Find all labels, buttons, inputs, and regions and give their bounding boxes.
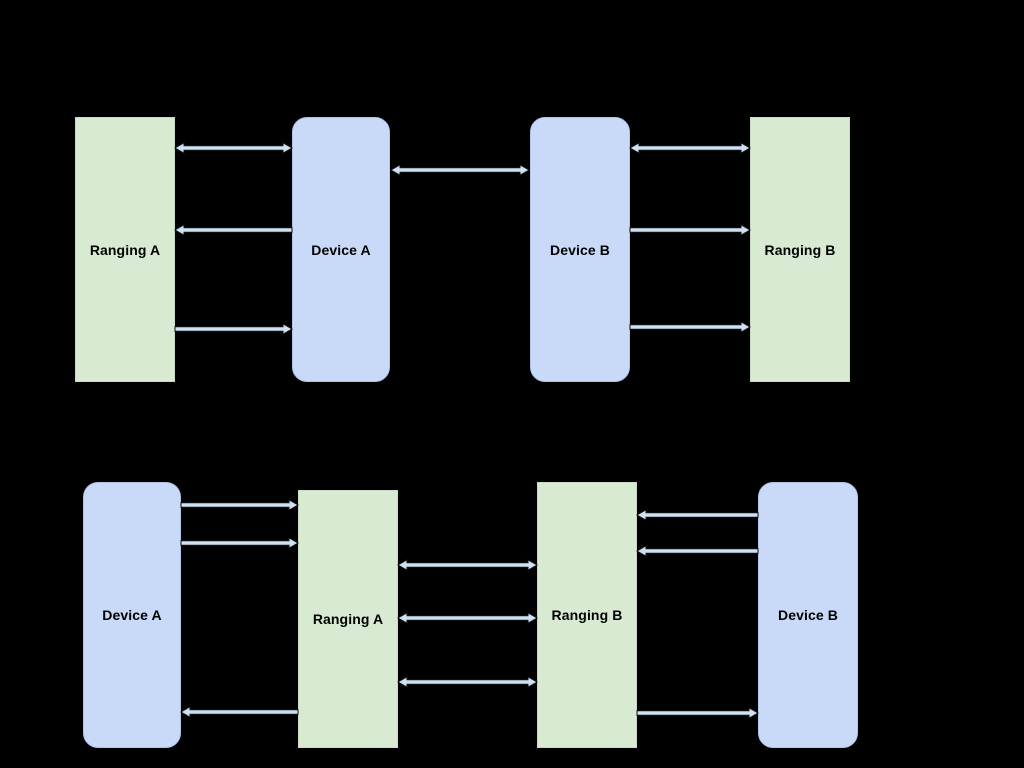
node-label: Device A bbox=[102, 607, 162, 623]
node-label: Device B bbox=[778, 607, 838, 623]
arrow-both bbox=[397, 611, 538, 625]
node-ranging-b-top: Ranging B bbox=[750, 117, 850, 382]
node-device-a-top: Device A bbox=[292, 117, 390, 382]
arrow-left bbox=[636, 544, 759, 558]
node-label: Ranging B bbox=[551, 607, 623, 623]
arrow-both bbox=[390, 163, 530, 177]
node-ranging-b-bottom: Ranging B bbox=[537, 482, 637, 748]
arrow-left bbox=[636, 508, 759, 522]
arrow-both bbox=[397, 675, 538, 689]
arrow-left bbox=[174, 223, 293, 237]
node-device-b-top: Device B bbox=[530, 117, 630, 382]
arrow-right bbox=[629, 320, 751, 334]
arrow-both bbox=[629, 141, 751, 155]
arrow-both bbox=[174, 141, 293, 155]
node-label: Device A bbox=[311, 241, 371, 258]
node-device-b-bottom: Device B bbox=[758, 482, 858, 748]
node-label: Ranging A bbox=[312, 611, 384, 627]
node-ranging-a-top: Ranging A bbox=[75, 117, 175, 382]
node-ranging-a-bottom: Ranging A bbox=[298, 490, 398, 748]
node-label: Device B bbox=[550, 241, 610, 258]
arrow-left bbox=[180, 705, 299, 719]
arrow-both bbox=[397, 558, 538, 572]
arrow-right bbox=[174, 322, 293, 336]
arrow-right bbox=[180, 498, 299, 512]
arrow-right bbox=[636, 706, 759, 720]
arrow-right bbox=[180, 536, 299, 550]
arrow-right bbox=[629, 223, 751, 237]
node-label: Ranging A bbox=[89, 241, 161, 258]
node-label: Ranging B bbox=[764, 241, 836, 258]
node-device-a-bottom: Device A bbox=[83, 482, 181, 748]
